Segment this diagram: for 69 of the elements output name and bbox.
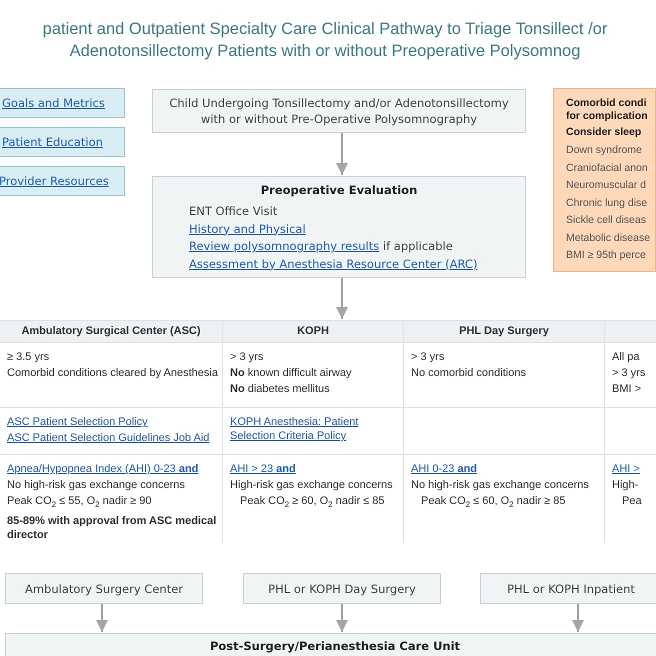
step-text: Review polysomnography results if applicable [189, 238, 454, 255]
link [0, 88, 125, 118]
arrow [336, 133, 348, 175]
box-text: PHL or KOPH Day Surgery [268, 580, 416, 596]
list-item: Craniofacial anon [566, 160, 649, 176]
process-box [243, 573, 441, 604]
list-item: Down syndrome [566, 143, 643, 158]
criteria-text: No known difficult airway [230, 366, 352, 380]
criteria-text: High- [612, 478, 638, 492]
column-header: KOPH [297, 324, 329, 338]
list-item: Chronic lung dise [566, 196, 648, 210]
criteria-table [0, 320, 656, 543]
step-text: ENT Office Visit [189, 203, 278, 220]
note-heading: Consider sleep [566, 126, 642, 139]
arrow [572, 604, 584, 632]
link: Provider Resources [0, 174, 110, 188]
criteria-text: All pa [612, 350, 640, 364]
criteria-text: Comorbid conditions cleared by Anesthesia [7, 366, 218, 380]
link: ASC Patient Selection Guidelines Job Aid [7, 431, 210, 445]
criteria-text: No diabetes mellitus [230, 382, 330, 396]
criteria-text: Peak CO$_{2}$ ≤ 55, O$_{2}$ nadir ≥ 90 [7, 494, 152, 512]
box-text: Ambulatory Surgery Center [24, 580, 184, 596]
note-heading: Comorbid condi for complication [566, 97, 649, 123]
criteria-text: > 3 yrs [612, 366, 646, 380]
link: Apnea/Hypopnea Index (AHI) 0-23 and [7, 462, 198, 476]
process-box [152, 89, 526, 133]
link: AHI > [612, 462, 640, 476]
list-item: Metabolic disease [566, 230, 652, 246]
box-text: Child Undergoing Tonsillectomy and/or Adenotonsillectomy with or without Pre-Operative Polysomnography [168, 95, 510, 127]
link [0, 127, 125, 157]
criteria-text: Pea [621, 494, 642, 508]
link: History and Physical [189, 222, 306, 236]
column-header: PHL Day Surgery [459, 324, 549, 338]
criteria-text: ≥ 3.5 yrs [7, 350, 50, 364]
box-heading: Preoperative Evaluation [260, 183, 418, 197]
criteria-text: Peak CO$_{2}$ ≥ 60, O$_{2}$ nadir ≤ 85 [239, 494, 385, 512]
list-item: Neuromuscular d [566, 178, 647, 193]
link: Patient Education [1, 135, 104, 149]
list-item: BMI ≥ 95th perce [566, 248, 647, 263]
arrow [336, 278, 348, 319]
criteria-text: No high-risk gas exchange concerns [7, 478, 185, 492]
criteria-text: 85-89% with approval from ASC medical director [7, 514, 218, 542]
link: Review polysomnography results [189, 239, 380, 253]
box-heading: Post-Surgery/Perianesthesia Care Unit [210, 639, 460, 653]
column-header: Ambulatory Surgical Center (ASC) [21, 324, 201, 338]
list-item: Sickle cell diseas [566, 213, 647, 228]
note-box [553, 88, 656, 272]
link: ASC Patient Selection Policy [7, 415, 148, 429]
title: patient and Outpatient Specialty Care Clinical Pathway to Triage Tonsillect /or Adenotonsillectomy Patients with or without Preoperative Polysomnog [42, 19, 608, 62]
process-box [5, 573, 203, 604]
arrow [96, 604, 108, 632]
criteria-text: No high-risk gas exchange concerns [411, 478, 589, 492]
link [0, 166, 125, 196]
criteria-text: BMI > [612, 382, 642, 396]
arrow [336, 604, 348, 632]
criteria-text: High-risk gas exchange concerns [230, 478, 393, 492]
box-text: PHL or KOPH Inpatient [507, 580, 635, 596]
link: AHI 0-23 and [411, 462, 478, 476]
criteria-text: No comorbid conditions [411, 366, 526, 380]
link: Assessment by Anesthesia Resource Center (ARC) [189, 256, 478, 270]
criteria-text: > 3 yrs [230, 350, 264, 364]
link: AHI > 23 and [230, 462, 296, 476]
process-box [480, 573, 656, 604]
link: KOPH Anesthesia: Patient Selection Criteria Policy [230, 415, 360, 443]
criteria-text: Peak CO$_{2}$ ≤ 60, O$_{2}$ nadir ≥ 85 [420, 494, 566, 512]
process-box [152, 176, 526, 278]
process-box [5, 633, 656, 656]
link: Goals and Metrics [1, 96, 106, 110]
criteria-text: > 3 yrs [411, 350, 444, 364]
